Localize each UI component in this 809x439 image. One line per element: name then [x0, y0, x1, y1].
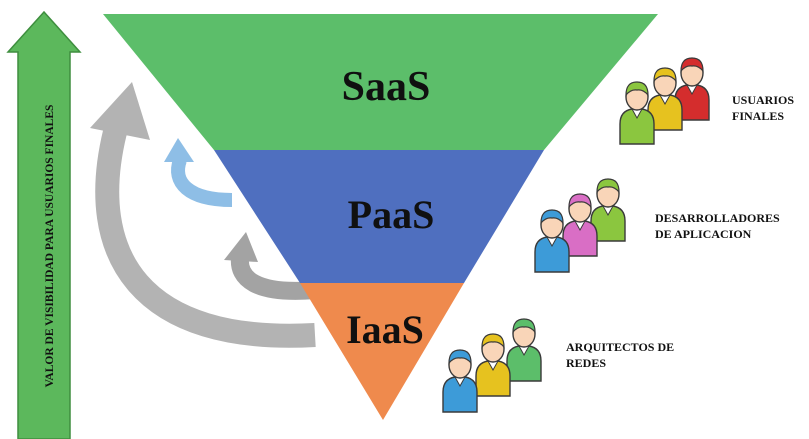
middle-arrow-head	[224, 232, 258, 262]
visibility-axis-arrow: VALOR DE VISIBILIDAD PARA USUARIOS FINAL…	[6, 10, 82, 439]
iaas-label: IaaS	[346, 307, 424, 352]
saas-label: SaaS	[342, 64, 431, 110]
architects-label-line2: REDES	[566, 356, 606, 370]
service-pyramid: SaaS PaaS IaaS	[103, 14, 658, 420]
users-label-line1: USUARIOS	[732, 93, 794, 107]
curved-arrows	[90, 82, 316, 348]
developers-icon	[534, 178, 626, 273]
paas-layer	[214, 150, 544, 283]
saas-layer	[103, 14, 658, 150]
users-icon	[619, 57, 710, 145]
iaas-layer	[300, 283, 464, 420]
outer-curved-arrow	[95, 129, 316, 348]
middle-curved-arrow	[230, 257, 316, 300]
inner-curved-arrow	[171, 157, 233, 207]
outer-arrow-head	[90, 82, 150, 140]
architects-label-line1: ARQUITECTOS DE	[566, 340, 674, 354]
architects-icon	[442, 318, 542, 413]
axis-label: VALOR DE VISIBILIDAD PARA USUARIOS FINAL…	[44, 105, 56, 388]
axis-arrow-shape	[6, 10, 82, 439]
users-label-line2: FINALES	[732, 109, 784, 123]
developers-label-line2: DE APLICACION	[655, 227, 752, 241]
inner-arrow-head	[164, 138, 194, 162]
paas-label: PaaS	[348, 192, 435, 237]
developers-label-line1: DESARROLLADORES	[655, 211, 780, 225]
